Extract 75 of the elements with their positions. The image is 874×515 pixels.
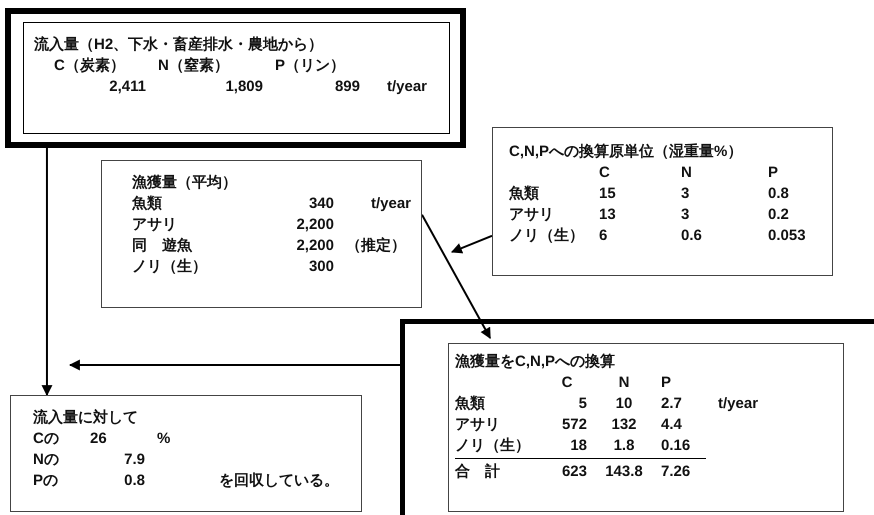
arrow <box>68 360 400 370</box>
table-cell: 魚類 <box>455 394 485 413</box>
table-cell: 340 <box>308 194 334 213</box>
table-cell: 13 <box>599 205 616 224</box>
box-title: 流入量（H2、下水・畜産排水・農地から） <box>34 35 324 54</box>
table-cell: 7.9 <box>124 450 145 469</box>
table-cell: 0.8 <box>768 184 789 203</box>
table-cell: 300 <box>308 257 334 276</box>
table-cell: 合 計 <box>455 462 500 481</box>
table-cell: C <box>562 373 572 392</box>
table-cell: P（リン） <box>275 56 346 75</box>
table-cell: 2,200 <box>296 215 334 234</box>
table-cell: ノリ（生） <box>132 257 207 276</box>
arrow <box>421 214 491 339</box>
arrow <box>450 234 492 254</box>
table-cell: 5 <box>578 394 587 413</box>
table-cell: 1,809 <box>225 77 263 96</box>
table-cell: Pの <box>33 471 58 490</box>
table-cell: （推定） <box>346 236 406 255</box>
table-cell: 10 <box>616 394 632 413</box>
table-cell: t/year <box>370 194 412 213</box>
table-cell: 2.7 <box>661 394 682 413</box>
text-box <box>101 160 422 308</box>
table-cell: アサリ <box>132 215 177 234</box>
table-cell: 572 <box>562 415 587 434</box>
box-title: 漁獲量（平均） <box>132 173 237 192</box>
table-cell: N（窒素） <box>158 56 229 75</box>
table-cell: ノリ（生） <box>509 226 584 245</box>
table-cell: 3 <box>681 184 690 203</box>
table-cell: 15 <box>599 184 616 203</box>
table-cell: 魚類 <box>509 184 539 203</box>
table-cell: 623 <box>562 462 587 481</box>
table-cell: 18 <box>570 436 587 455</box>
table-cell: P <box>768 163 778 182</box>
table-cell: N <box>681 163 692 182</box>
table-cell: 2,200 <box>296 236 334 255</box>
table-cell: 1.8 <box>614 436 634 455</box>
table-cell: t/year <box>718 394 758 413</box>
frame-outline <box>400 319 874 515</box>
table-cell: 0.16 <box>661 436 690 455</box>
table-cell: 7.26 <box>661 462 690 481</box>
table-cell: % <box>157 429 170 448</box>
table-cell: Cの <box>33 429 59 448</box>
table-cell: ノリ（生） <box>455 436 530 455</box>
table-cell: C <box>599 163 610 182</box>
arrow <box>41 148 52 396</box>
text-box <box>5 8 466 148</box>
table-cell: 6 <box>599 226 608 245</box>
table-cell: 899 <box>334 77 360 96</box>
box-title: 漁獲量をC,N,Pへの換算 <box>455 352 616 371</box>
table-cell: 3 <box>681 205 690 224</box>
table-cell: C（炭素） <box>54 56 125 75</box>
box-title: C,N,Pへの換算原単位（湿重量%） <box>509 142 742 161</box>
box-title: 流入量に対して <box>33 408 138 427</box>
table-cell: 143.8 <box>605 462 643 481</box>
table-cell: 0.8 <box>124 471 145 490</box>
table-cell: 26 <box>90 429 107 448</box>
table-cell: 0.2 <box>768 205 789 224</box>
table-cell: N <box>618 373 630 392</box>
table-cell: 2,411 <box>109 77 146 96</box>
table-cell: 4.4 <box>661 415 682 434</box>
table-cell: 0.053 <box>768 226 806 245</box>
table-cell: 魚類 <box>132 194 162 213</box>
table-cell: 同 遊魚 <box>132 236 192 255</box>
table-cell: アサリ <box>455 415 500 434</box>
table-cell: t/year <box>386 77 427 96</box>
text-box <box>10 395 362 512</box>
table-cell: 0.6 <box>681 226 702 245</box>
table-cell: P <box>661 373 672 392</box>
text-box <box>492 127 833 276</box>
table-cell: Nの <box>33 450 59 469</box>
text-box <box>448 343 844 512</box>
table-cell: 132 <box>611 415 637 434</box>
table-cell: アサリ <box>509 205 554 224</box>
table-cell: を回収している。 <box>219 471 339 490</box>
